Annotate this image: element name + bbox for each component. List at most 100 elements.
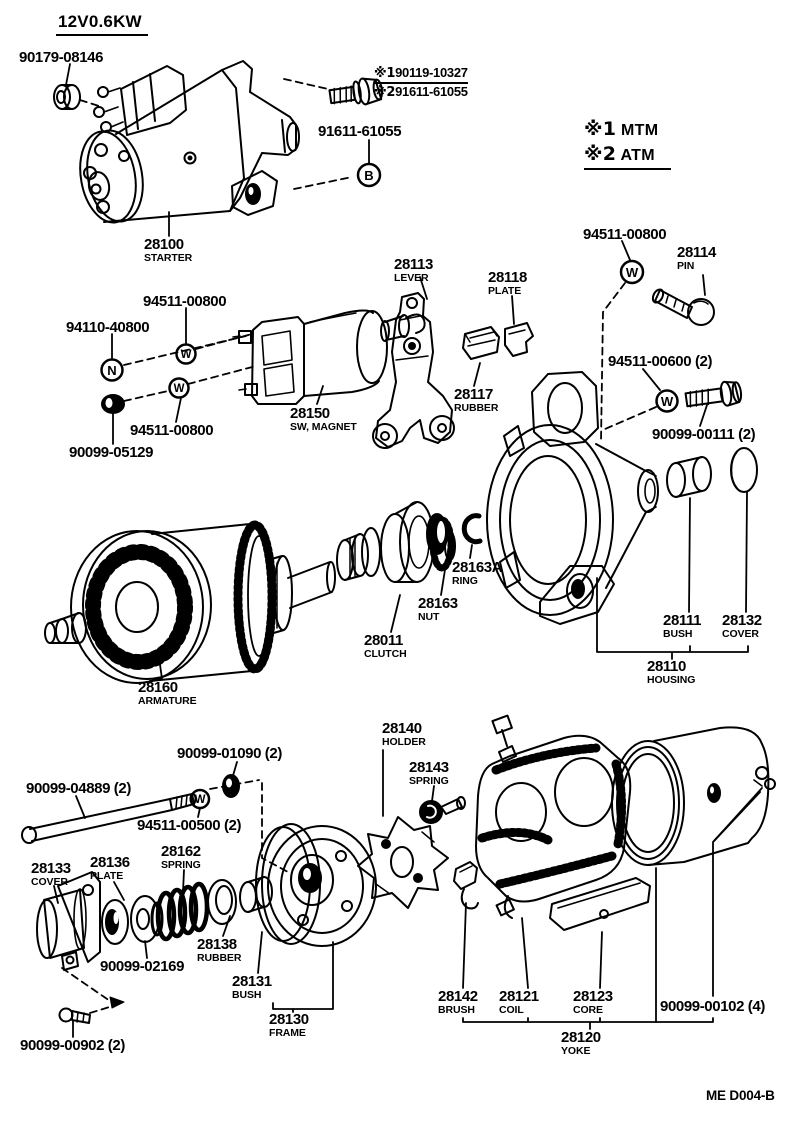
grommet-drawing-90099-01090 — [222, 774, 240, 798]
part-label-94511-00500: 94511-00500 (2) — [137, 817, 242, 834]
housing-drawing — [486, 371, 659, 625]
cover-drawing-28132 — [730, 447, 758, 493]
svg-text:W: W — [661, 394, 674, 409]
svg-text:W: W — [181, 349, 192, 361]
cover-drawing-28133 — [36, 871, 101, 971]
part-label-94511-00800-a: 94511-00800 — [583, 226, 667, 243]
svg-text:W: W — [195, 794, 206, 806]
svg-text:W: W — [626, 265, 639, 280]
part-label-91611-61055: 91611-61055 — [318, 123, 402, 140]
part-label-90099-02169: 90099-02169 — [100, 958, 185, 975]
starter-assembly-drawing — [79, 60, 300, 224]
reference-marker: ※2 — [584, 142, 617, 165]
dashed-arrowhead — [109, 996, 125, 1009]
part-label-90099-00102: 90099-00102 (4) — [660, 998, 765, 1015]
top-bolt-line-2: ※291611-61055 — [374, 84, 468, 101]
pin-drawing — [651, 288, 715, 326]
figure-code: ME D004-B — [706, 1088, 775, 1103]
solenoid-drawing — [232, 309, 426, 405]
washer-symbol-icon: W — [175, 343, 197, 365]
brush-drawing — [453, 861, 479, 910]
part-label-90099-00902: 90099-00902 (2) — [20, 1037, 125, 1054]
part-label-90099-00111: 90099-00111 (2) — [652, 426, 756, 443]
reference-marker: ※1 — [374, 66, 396, 81]
washer-symbol-icon: W — [189, 788, 211, 810]
part-label-90099-04889: 90099-04889 (2) — [26, 780, 131, 797]
screw-drawing-90099-00902 — [58, 1007, 91, 1024]
spring-drawing-28162 — [150, 881, 210, 942]
part-label-94511-00800-b: 94511-00800 — [143, 293, 227, 310]
part-label-90179-08146: 90179-08146 — [19, 49, 104, 66]
bolt-symbol-icon: B — [356, 162, 382, 188]
bush-drawing-28111 — [666, 456, 712, 498]
part-number: 91611-61055 — [395, 83, 468, 99]
washer-symbol-icon: W — [168, 377, 190, 399]
legend-text: MTM — [621, 122, 659, 139]
lever-drawing — [372, 292, 455, 449]
top-bolt-labels: ※190119-10327 ※291611-61055 — [374, 65, 468, 100]
washer-symbol-icon: W — [655, 389, 679, 413]
ring-drawing-28163a — [461, 513, 483, 545]
part-label-90099-05129: 90099-05129 — [69, 444, 154, 461]
part-label-94110-40800: 94110-40800 — [66, 319, 150, 336]
washer-symbol-icon: W — [619, 259, 645, 285]
part-label-94511-00800-c: 94511-00800 — [130, 422, 214, 439]
reference-marker: ※2 — [374, 84, 396, 100]
dashed-lines — [61, 78, 657, 1014]
bush-drawing-28131 — [239, 876, 273, 913]
rubber-drawing-28138 — [207, 879, 237, 925]
plate-drawing-28118 — [504, 322, 534, 357]
reference-marker: ※1 — [584, 118, 617, 140]
legend-mtm: ※1 MTM — [584, 117, 671, 142]
part-label-94511-00600: 94511-00600 (2) — [608, 353, 713, 370]
armature-drawing — [44, 520, 336, 684]
plate-drawing-28136 — [101, 899, 129, 945]
leader-lines — [53, 63, 763, 1038]
core-segment-drawing — [549, 877, 651, 931]
legend-atm: ※2 ATM — [584, 142, 671, 170]
svg-text:N: N — [107, 363, 116, 378]
frame-drawing — [255, 823, 377, 947]
fastener-symbols: B W W N W W W — [100, 162, 679, 810]
nut-drawing-28163 — [426, 513, 448, 555]
yoke-drawing — [611, 726, 776, 866]
bolt-drawing-top — [328, 77, 384, 106]
grommet-drawing-90099-05129 — [101, 394, 125, 414]
nut-drawing-90179 — [53, 84, 81, 110]
svg-text:B: B — [364, 168, 373, 183]
diagram-title: 12V0.6KW — [56, 12, 148, 36]
legend-text: ATM — [620, 146, 655, 164]
spring-drawing-28143 — [419, 796, 466, 824]
part-number: 90119-10327 — [395, 65, 468, 80]
holder-drawing — [357, 816, 449, 909]
nut-symbol-icon: N — [100, 358, 124, 382]
svg-text:W: W — [174, 383, 185, 395]
top-bolt-line-1: ※190119-10327 — [374, 65, 468, 84]
bolt-drawing-90099-00111 — [684, 380, 743, 408]
